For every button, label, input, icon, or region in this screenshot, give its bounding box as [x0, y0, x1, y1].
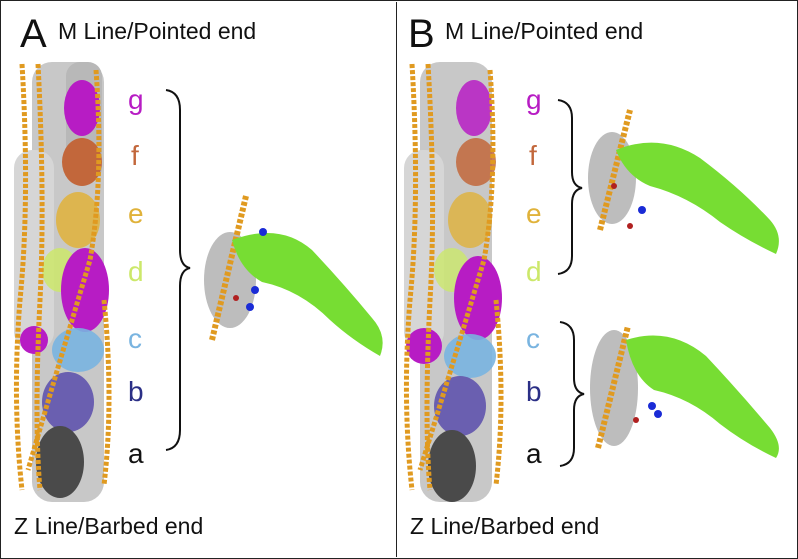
panel-b-subunit-e-shape [448, 192, 492, 248]
panel-b-brace-lower [559, 321, 585, 467]
panel-a-subunit-c: c [128, 323, 142, 354]
panel-a-letter: A [20, 12, 47, 56]
panel-b-subunit-e: e [526, 198, 542, 229]
panel-b-brace-upper [557, 99, 583, 275]
panel-b-tropomyosin-cross [417, 69, 496, 471]
panel-a-m-line-label: M Line/Pointed end [58, 18, 257, 44]
panel-b-subunit-f: f [529, 140, 537, 171]
panel-a-subunit-f-shape [62, 138, 102, 186]
panel-b-subunit-f-shape [456, 138, 496, 186]
panel-b-subunit-c: c [526, 323, 540, 354]
panel-b-subunit-g: g [526, 84, 542, 115]
panel-b-subunit-d: d [526, 256, 542, 287]
panel-a-subunit-g-shape [64, 80, 100, 136]
panel-b-complex-lower [590, 325, 779, 458]
panel-a-subunit-e-shape [56, 192, 100, 248]
panel-b-subunit-b: b [526, 376, 542, 407]
panel-a-complex [204, 195, 383, 356]
panel-a-tropomyosin-cross [25, 69, 102, 471]
panel-b-complex-upper [588, 109, 779, 254]
panel-b-letter: B [408, 12, 435, 56]
panel-b-myosin-head-upper [616, 142, 779, 254]
panel-a-tropomyosin-left [13, 63, 29, 491]
panel-b-myosin-head-lower [626, 335, 779, 458]
panel-b-m-line-label: M Line/Pointed end [445, 18, 644, 44]
panel-a-subunit-b-shape [42, 372, 94, 432]
panel-a-z-line-label: Z Line/Barbed end [14, 513, 204, 539]
panel-a-subunit-d: d [128, 256, 144, 287]
panel-b-filament [403, 62, 504, 502]
panel-b-subunit-g-shape [456, 80, 492, 136]
panel-a-brace [165, 89, 191, 451]
panel-a-subunit-d-magenta [61, 248, 109, 332]
panel-a-filament [13, 62, 112, 502]
panel-b-subunit-a-shape [428, 430, 476, 502]
panel-b-subunit-b-shape [434, 376, 486, 436]
panel-a-subunit-e: e [128, 198, 144, 229]
panel-a-subunit-a: a [128, 438, 144, 469]
panel-a-subunit-f: f [131, 140, 139, 171]
panel-a-myosin-head [232, 232, 383, 356]
panel-b-subunit-a: a [526, 438, 542, 469]
panel-a-subunit-b: b [128, 376, 144, 407]
panel-b-tropomyosin-left [403, 63, 419, 491]
panel-divider [396, 2, 397, 557]
panel-a-subunit-a-shape [36, 426, 84, 498]
panel-b-z-line-label: Z Line/Barbed end [410, 513, 600, 539]
panel-a-subunit-g: g [128, 84, 144, 115]
